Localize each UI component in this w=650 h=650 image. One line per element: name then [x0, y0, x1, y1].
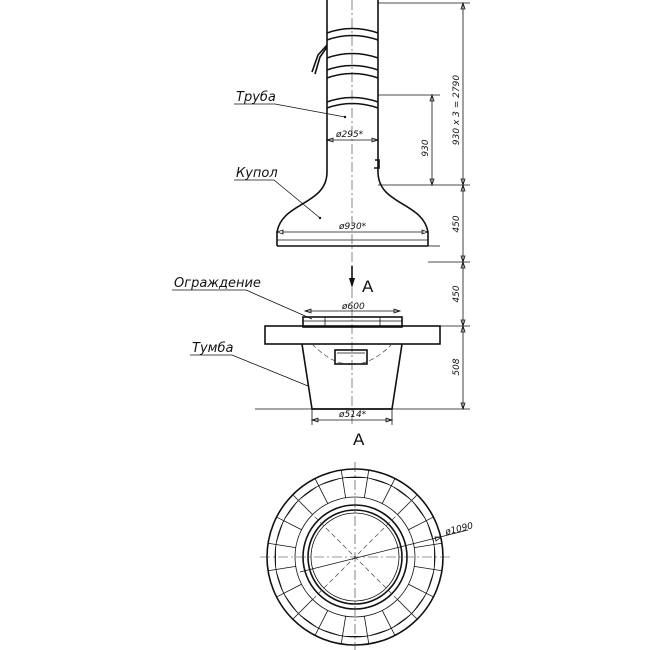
- dim-dome-height: 450: [452, 215, 462, 232]
- plan-block-divider: [268, 565, 296, 572]
- plan-block-divider: [268, 542, 296, 549]
- view-arrow: [349, 266, 355, 288]
- dim-pipe-total-height: 930 х 3 = 2790: [452, 75, 462, 145]
- base-pedestal: [255, 325, 470, 425]
- plan-block-edge: [321, 629, 340, 636]
- plan-block-edge: [300, 486, 317, 499]
- plan-block-edge: [413, 502, 426, 519]
- plan-block-divider: [381, 610, 396, 636]
- plan-block-divider: [363, 470, 370, 498]
- plan-block-divider: [381, 478, 396, 504]
- plan-block-divider: [314, 610, 329, 636]
- plan-block-divider: [276, 516, 302, 531]
- plan-block-edge: [284, 502, 297, 519]
- dome-hood: [275, 171, 430, 247]
- plan-block-edge: [370, 629, 389, 636]
- section-view-title: А: [353, 430, 365, 449]
- label-pipe: Труба: [236, 90, 276, 105]
- dim-dome-diameter: ø930*: [338, 222, 367, 232]
- plan-block-edge: [427, 572, 434, 591]
- dim-base-height: 508: [452, 358, 462, 375]
- dim-guard-diameter: ø600: [341, 302, 365, 312]
- plan-block-edge: [284, 595, 297, 612]
- leader-lines: [172, 103, 347, 387]
- plan-block-edge: [276, 523, 283, 542]
- plan-block-divider: [414, 542, 442, 549]
- plan-block-edge: [300, 615, 317, 628]
- plan-block-edge: [370, 478, 389, 485]
- plan-block-edge: [321, 478, 340, 485]
- plan-block-divider: [408, 516, 434, 531]
- dim-plan-diameter: ø1090: [443, 521, 474, 538]
- dimension-lines: [378, 1, 470, 411]
- dim-pipe-section-height: 930: [421, 139, 431, 156]
- plan-block-edge: [413, 595, 426, 612]
- dim-base-diameter: ø514*: [338, 410, 367, 420]
- chimney-pipe: [311, 0, 380, 172]
- plan-block-edge: [393, 486, 410, 499]
- plan-block-divider: [408, 583, 434, 598]
- label-guard: Ограждение: [174, 276, 261, 291]
- plan-block-divider: [276, 583, 302, 598]
- plan-block-divider: [340, 470, 347, 498]
- label-base: Тумба: [192, 341, 233, 356]
- label-dome: Купол: [236, 166, 278, 181]
- plan-block-edge: [393, 615, 410, 628]
- plan-radial-blocks: [268, 470, 442, 644]
- plan-block-divider: [363, 616, 370, 644]
- plan-block-edge: [276, 572, 283, 591]
- dim-gap-height: 450: [452, 285, 462, 302]
- plan-block-divider: [314, 478, 329, 504]
- plan-block-divider: [414, 565, 442, 572]
- view-arrow-letter: А: [362, 277, 374, 296]
- dim-pipe-diameter: ø295*: [335, 130, 364, 140]
- plan-block-divider: [340, 616, 347, 644]
- plan-view: [260, 462, 469, 650]
